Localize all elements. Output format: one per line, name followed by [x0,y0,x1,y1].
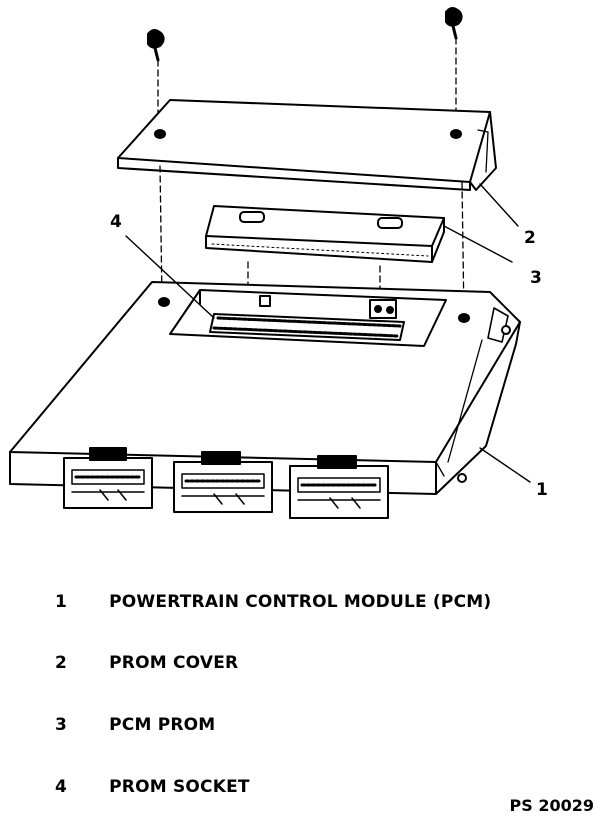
prom-cover [117,99,497,191]
legend-item-number: 2 [55,653,68,673]
connector-right [289,455,389,519]
legend-item-number: 1 [55,592,68,612]
legend-item: 1 POWERTRAIN CONTROL MODULE (PCM) [55,592,491,612]
leader-lines [125,183,531,483]
callout-1: 1 [536,480,548,500]
pcm-prom-chip [205,205,445,263]
legend-item: 4 PROM SOCKET [55,777,250,797]
figure-reference: PS 20029 [509,796,594,815]
legend-item: 3 PCM PROM [55,715,215,735]
screw-left-icon [147,29,165,62]
connector-left [63,447,153,509]
callout-2: 2 [524,228,536,248]
legend-item-label: POWERTRAIN CONTROL MODULE (PCM) [109,592,492,612]
legend-item-label: PROM COVER [109,653,239,673]
legend-item-label: PROM SOCKET [109,777,250,797]
prom-socket [169,289,447,347]
callout-3: 3 [530,268,542,288]
pcm-exploded-diagram [9,7,531,519]
legend-item-number: 3 [55,715,68,735]
legend-item: 2 PROM COVER [55,653,238,673]
legend-item-label: PCM PROM [109,715,216,735]
screw-right-icon [445,7,463,40]
callout-4: 4 [110,212,122,232]
legend-item-number: 4 [55,777,68,797]
connector-center [173,451,273,513]
